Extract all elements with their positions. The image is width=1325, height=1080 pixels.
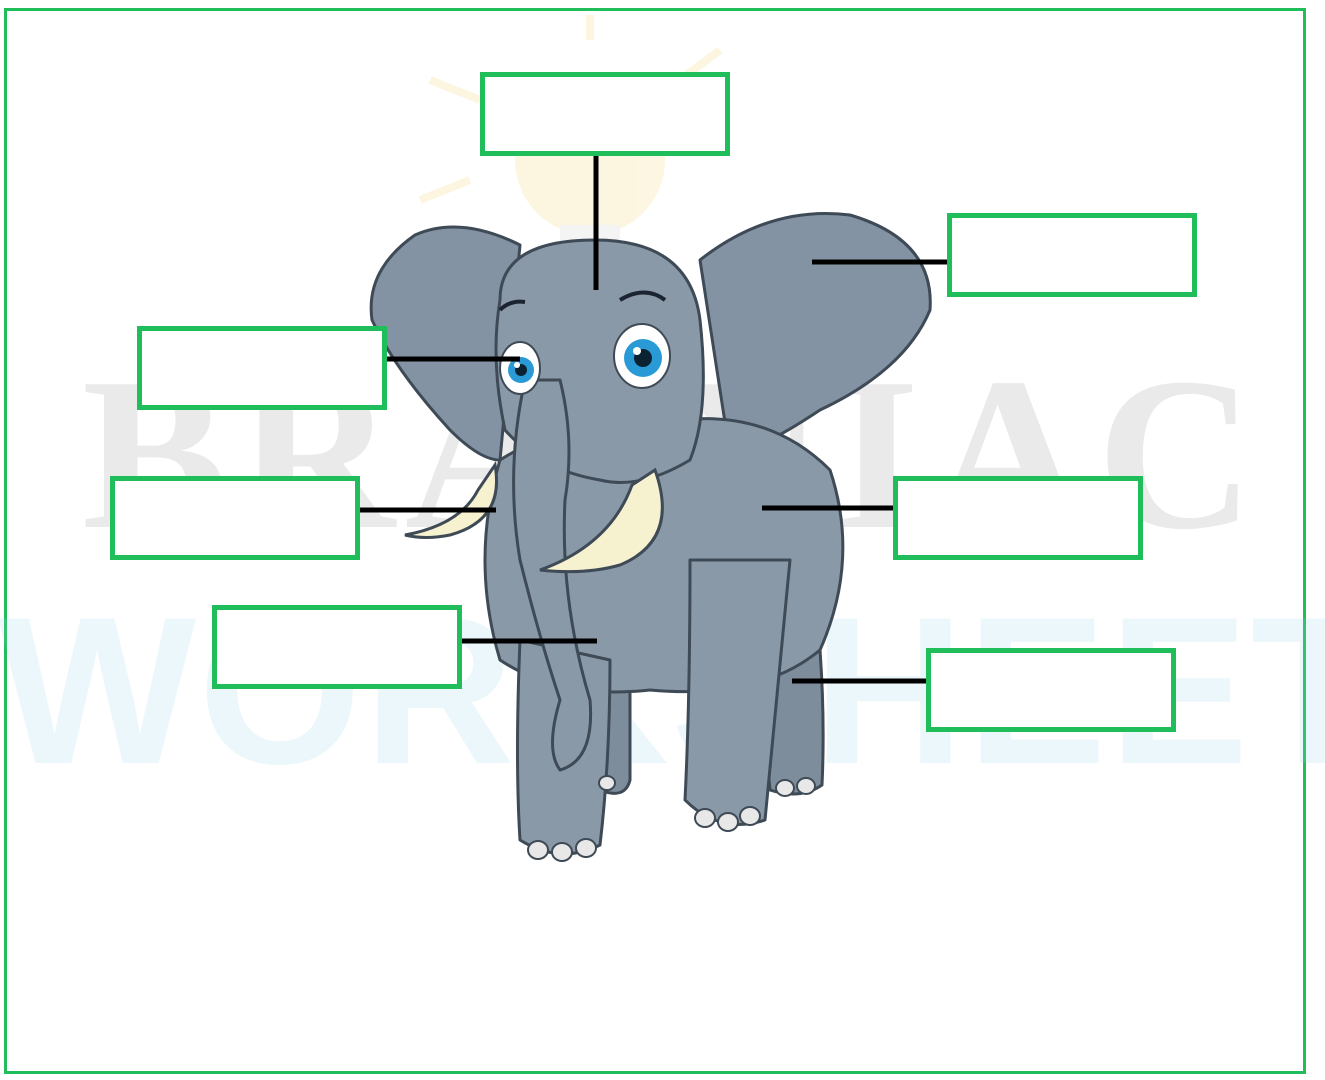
label-box-eye[interactable] xyxy=(137,326,387,410)
ear-left xyxy=(369,225,522,462)
tusk-left xyxy=(404,461,498,539)
label-box-leg[interactable] xyxy=(926,648,1176,732)
eye-right xyxy=(613,323,671,389)
toenails xyxy=(527,775,816,862)
tusk-right xyxy=(539,467,664,574)
label-box-body[interactable] xyxy=(893,476,1143,560)
label-box-tusk[interactable] xyxy=(110,476,360,560)
elephant-trunk xyxy=(512,378,593,772)
label-box-trunk[interactable] xyxy=(212,605,462,689)
elephant xyxy=(369,211,932,856)
label-box-head[interactable] xyxy=(480,72,730,156)
eyebrow-left xyxy=(498,299,526,312)
label-box-ear[interactable] xyxy=(947,213,1197,297)
eye-left xyxy=(499,341,541,395)
worksheet-frame xyxy=(4,8,1306,1074)
eyebrow-right xyxy=(618,290,667,302)
pointer-lines xyxy=(358,155,948,684)
ear-right xyxy=(698,211,932,457)
